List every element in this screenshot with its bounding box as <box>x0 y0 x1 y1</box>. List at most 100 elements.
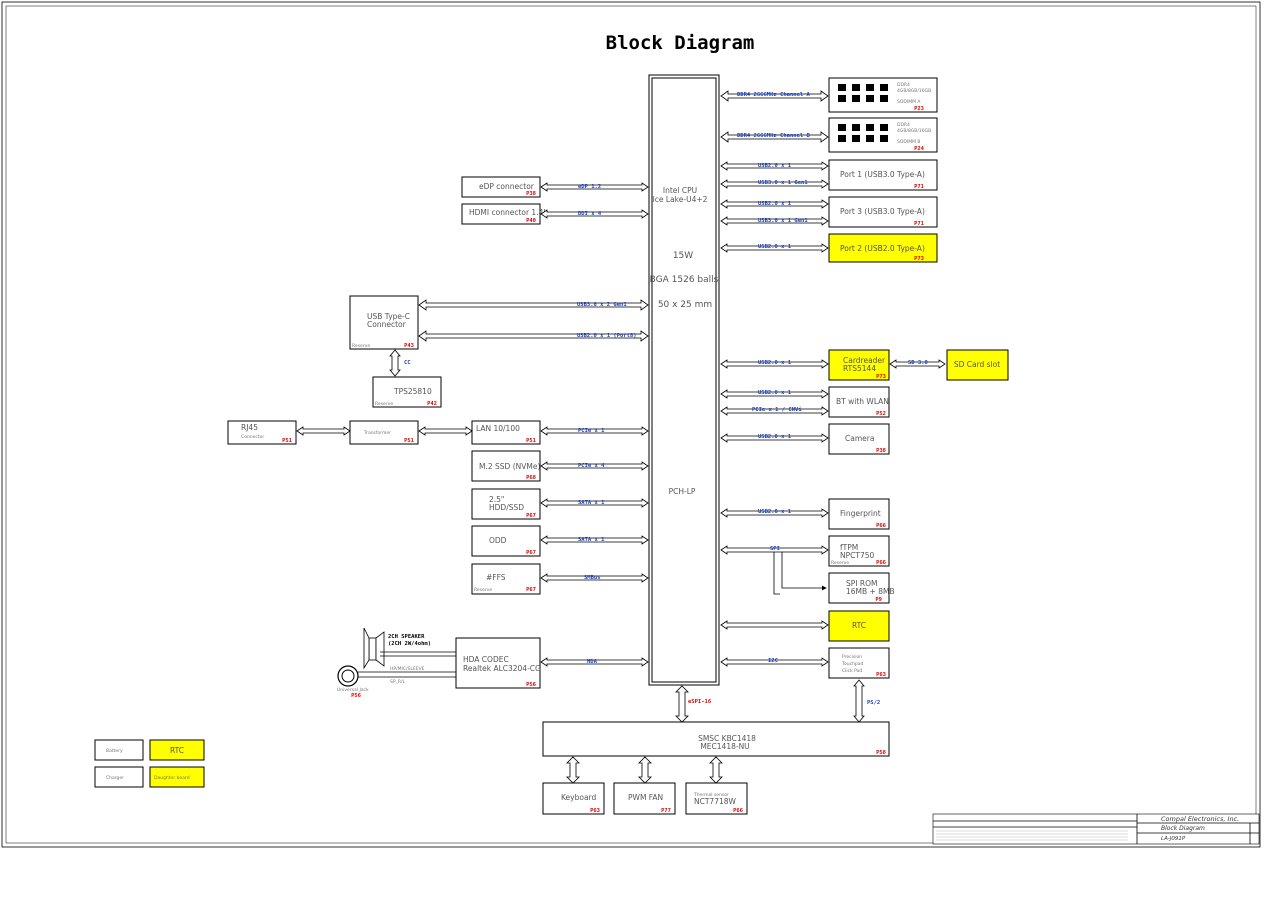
ddr-a-bus: DDR4 2666MHz Channel A <box>737 92 811 98</box>
speaker-l2: (2CH 2W/4ohm) <box>388 641 431 647</box>
keyboard-block: Keyboard P63 <box>542 782 605 815</box>
tps-block: TPS25810 Reserve P42 <box>372 376 442 408</box>
legend-charger: Charger <box>106 775 124 781</box>
cpu-power: 15W <box>673 251 693 261</box>
rtc-label: RTC <box>852 621 866 630</box>
touchpad-l2: Touchpad <box>841 661 864 667</box>
card-bus: USB2.0 x 1 <box>758 360 792 366</box>
fan-block: PWM FAN P77 <box>613 782 676 815</box>
keyboard-label: Keyboard <box>561 793 596 802</box>
tpm-l1: fTPM <box>840 543 858 552</box>
jack-label: Universal Jack <box>337 687 369 693</box>
spirom-page: P9 <box>875 597 882 603</box>
left-bus-arrows <box>296 182 649 667</box>
touchpad-bus: I2C <box>768 658 778 664</box>
right-bus-arrows <box>720 90 946 723</box>
jack-sig1: HP/MIC/SLEEVE <box>390 666 425 672</box>
touchpad-block: Precision Touchpad Click Pad P63 <box>828 647 890 679</box>
port2-bus: USB2.0 x 1 <box>758 244 792 250</box>
port3-bus1: USB2.0 x 1 <box>758 201 792 207</box>
ddr-b-l3: SODIMM B <box>897 139 920 145</box>
cpu-package: BGA 1526 balls <box>650 275 719 285</box>
cardreader-block: Cardreader RTS5144 P73 <box>828 349 890 381</box>
audio-l2: Realtek ALC3204-CG <box>463 664 541 673</box>
cpu-block: Intel CPU Ice Lake-U4+2 15W BGA 1526 bal… <box>648 74 720 686</box>
odd-block: ODD P67 <box>471 525 541 557</box>
port1-label: Port 1 (USB3.0 Type-A) <box>840 170 925 179</box>
usbc-bus1: USB3.0 x 2 Gen1 <box>577 302 627 308</box>
cardreader-l1: Cardreader <box>843 356 886 365</box>
iffs-block: #FFS Reserve P67 <box>471 563 541 595</box>
legend-daughter: Daughter board <box>154 775 190 781</box>
sheet-border <box>1 1 1261 848</box>
hdmi-block: HDMI connector 1.4b P40 <box>461 203 548 225</box>
fan-label: PWM FAN <box>628 793 663 802</box>
iffs-note: Reserve <box>474 587 492 593</box>
usbc-page: P43 <box>404 343 414 349</box>
edp-label: eDP connector <box>479 182 535 191</box>
touchpad-l3: Click Pad <box>842 668 862 674</box>
hdd-l2: HDD/SSD <box>489 503 524 512</box>
finger-bus: USB2.0 x 1 <box>758 509 792 515</box>
odd-label: ODD <box>489 536 507 545</box>
espi-arrow <box>675 685 689 723</box>
port1-page: P71 <box>914 184 925 190</box>
title-block: Compal Electronics, Inc. Block Diagram L… <box>932 813 1260 845</box>
dimm-b-icon <box>838 124 888 142</box>
touchpad-l1: Precision <box>842 654 862 660</box>
audio-page: P56 <box>526 682 537 688</box>
audio-wires <box>358 651 456 678</box>
odd-bus: SATA x 1 <box>578 537 605 543</box>
cpu-line2: Ice Lake-U4+2 <box>653 195 708 204</box>
tpm-block: fTPM NPCT750 Reserve P66 <box>828 535 890 567</box>
bt-bus2: PCIe x 1 / CNVi <box>752 407 802 413</box>
cpu-line1: Intel CPU <box>663 186 697 195</box>
ddr-a-page: P23 <box>914 106 924 112</box>
legend-rtc: RTC <box>170 746 184 755</box>
audio-codec-block: HDA CODEC Realtek ALC3204-CG P56 <box>455 637 541 689</box>
ddr-b-l1: DDR4 <box>897 122 910 128</box>
espi-bus: eSPI-16 <box>688 699 712 705</box>
lan-label: LAN 10/100 <box>476 424 520 433</box>
model-number: LA-J091P <box>1161 836 1186 842</box>
sheet-name: Block Diagram <box>1161 825 1205 832</box>
ec-l1: SMSC KBC1418 <box>698 734 756 743</box>
transformer-block: Transformer P51 <box>349 420 419 445</box>
usbc-note: Reserve <box>352 343 370 349</box>
ddr-b-block: DDR4 4GB/8GB/16GB SODIMM B P24 <box>828 117 938 153</box>
bt-wlan-page: P52 <box>876 411 886 417</box>
hdmi-bus: DDI x 4 <box>578 211 602 217</box>
dimm-a-icon <box>838 84 888 102</box>
port1-bus2: USB3.0 x 1 Gen1 <box>758 180 808 186</box>
m2-page: P68 <box>526 475 536 481</box>
transformer-page: P51 <box>404 438 415 444</box>
ddr-b-bus: DDR4 2666MHz Channel B <box>737 133 811 139</box>
thermal-block: Thermal sensor NCT7718W P66 <box>685 782 748 815</box>
audio-jack-icon <box>337 665 359 687</box>
spirom-l1: SPI ROM <box>846 579 877 588</box>
touchpad-page: P63 <box>876 672 886 678</box>
usbc-bus2: USB2.0 x 1 (Port8) <box>577 333 637 339</box>
tpm-note: Reserve <box>831 560 849 566</box>
spirom-l2: 16MB + 8MB <box>846 587 895 596</box>
legend-battery: Battery <box>106 748 123 754</box>
legend: Battery RTC Charger Daughter board <box>94 739 205 788</box>
fan-page: P77 <box>661 808 671 814</box>
rj45-l1: RJ45 <box>241 423 258 432</box>
ec-block: SMSC KBC1418 MEC1418-NU P58 <box>542 721 890 757</box>
thermal-l2: NCT7718W <box>694 797 737 806</box>
usbc-block: USB Type-C Connector Reserve P43 <box>349 295 419 350</box>
m2-label: M.2 SSD (NVMe) <box>479 462 540 471</box>
m2-block: M.2 SSD (NVMe) P68 <box>471 450 541 482</box>
sd-slot-label: SD Card slot <box>954 360 1000 369</box>
fingerprint-page: P66 <box>876 523 887 529</box>
port2-label: Port 2 (USB2.0 Type-A) <box>840 244 925 253</box>
ec-down-arrows <box>566 756 723 784</box>
lan-page: P51 <box>526 438 537 444</box>
fingerprint-block: Fingerprint P66 <box>828 498 890 530</box>
hdd-page: P67 <box>526 513 536 519</box>
thermal-page: P66 <box>733 808 744 814</box>
port3-page: P71 <box>914 221 925 227</box>
hdmi-label: HDMI connector 1.4b <box>469 208 548 217</box>
thermal-l1: Thermal sensor <box>693 792 729 798</box>
